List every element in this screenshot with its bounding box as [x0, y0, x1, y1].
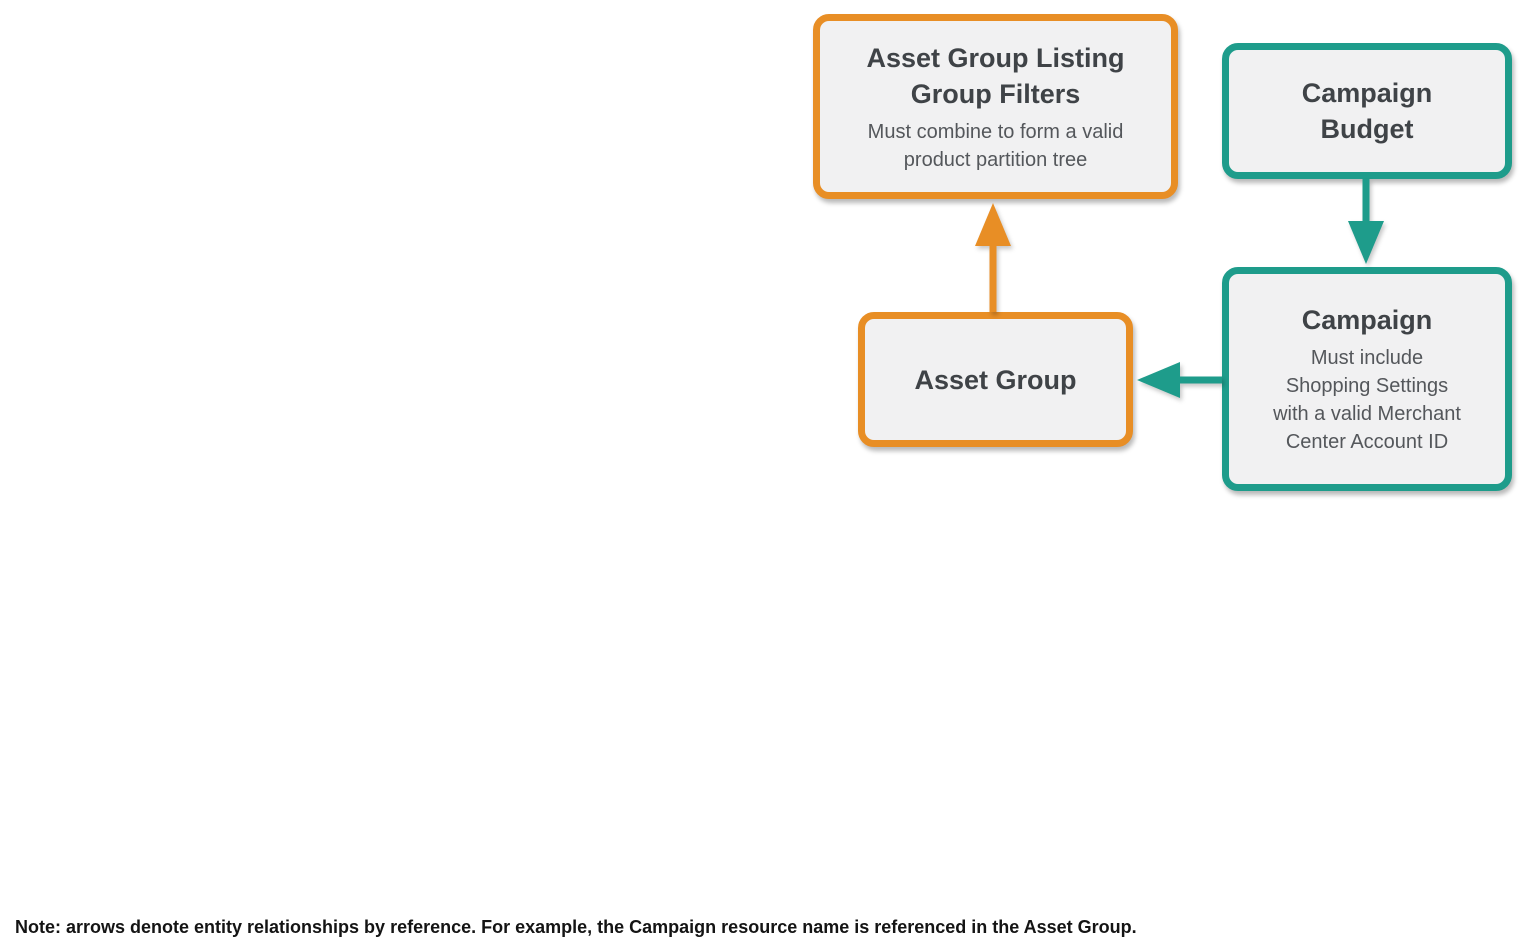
node-subtitle: Must combine to form a valid product par…	[867, 120, 1124, 171]
arrowhead-up-icon	[975, 203, 1011, 246]
node-title: Campaign	[1301, 305, 1433, 335]
arrowhead-left-icon	[1137, 362, 1180, 398]
arrowhead-down-icon	[1348, 221, 1384, 264]
node-title: Asset Group Listing Group Filters	[866, 42, 1125, 109]
node-campaign-budget: Campaign Budget	[1222, 43, 1512, 179]
node-asset-group-listing-group-filters: Asset Group Listing Group Filters Must c…	[813, 14, 1178, 199]
node-campaign: Campaign Must include Shopping Settings …	[1222, 267, 1512, 491]
note-text: Note: arrows denote entity relationships…	[15, 917, 1137, 937]
arrow-asset-group-to-listing-filters	[975, 203, 1011, 312]
arrow-campaign-to-asset-group	[1137, 362, 1222, 398]
node-title: Campaign Budget	[1301, 78, 1433, 144]
arrow-campaign-budget-to-campaign	[1348, 179, 1384, 264]
node-title: Asset Group	[914, 364, 1077, 395]
node-subtitle: Must include Shopping Settings with a va…	[1273, 347, 1461, 453]
node-asset-group: Asset Group	[858, 312, 1133, 447]
